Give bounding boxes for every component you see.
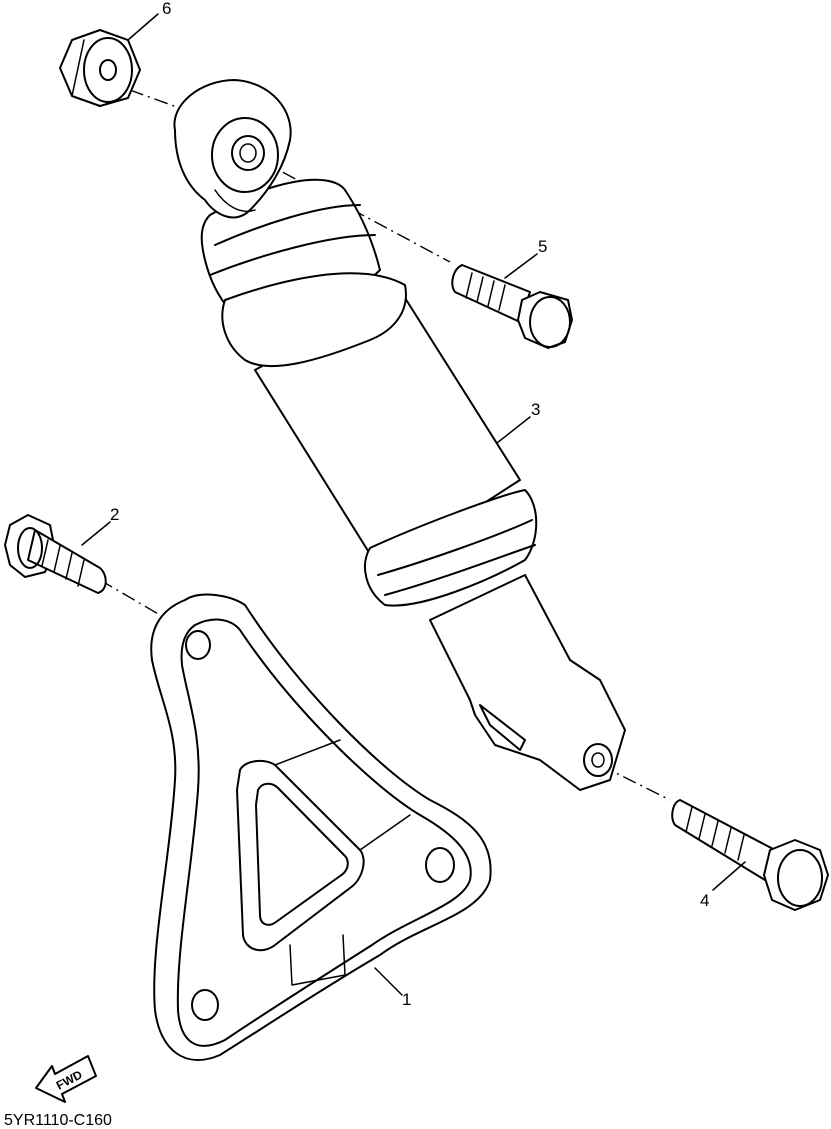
callout-3: 3 (531, 400, 540, 419)
fwd-direction-arrow: FWD (35, 1055, 97, 1103)
callout-5: 5 (538, 237, 547, 256)
callout-1: 1 (402, 990, 411, 1009)
part-6-flange-nut (59, 29, 141, 107)
callout-labels: 6 5 3 2 4 1 (110, 0, 709, 1009)
part-5-bolt (451, 264, 573, 349)
callout-6: 6 (162, 0, 171, 18)
callout-2: 2 (110, 505, 119, 524)
leader-lines (81, 13, 746, 996)
part-2-bolt (4, 514, 107, 594)
drawing-code: 5YR1110-C160 (4, 1112, 112, 1129)
callout-4: 4 (700, 891, 709, 910)
part-1-bracket (150, 593, 492, 1061)
part-4-bolt (671, 799, 829, 911)
part-3-shock-absorber (173, 79, 626, 791)
